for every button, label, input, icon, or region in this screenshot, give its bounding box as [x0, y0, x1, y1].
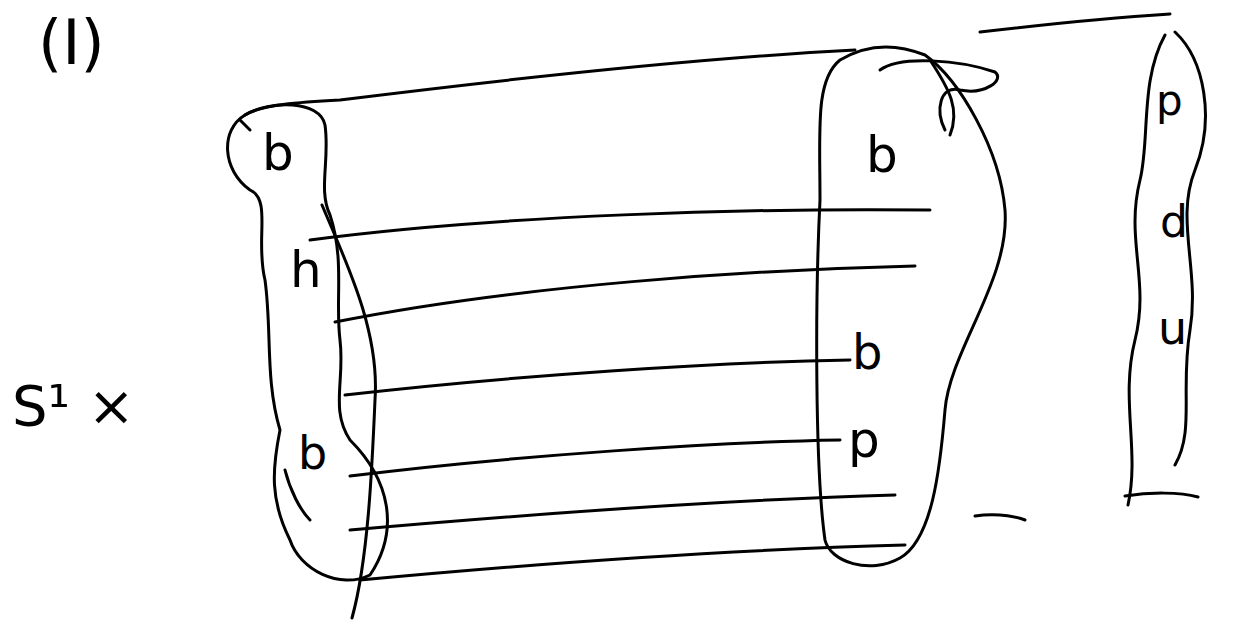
letter-label: p — [848, 415, 880, 465]
letter-label: d — [1160, 200, 1188, 244]
letter-label: b — [866, 130, 898, 180]
left-blob — [228, 105, 388, 580]
sheet-line — [350, 440, 840, 476]
sheet-line — [345, 360, 850, 395]
sheet-line — [310, 210, 930, 240]
letter-label: b — [262, 128, 294, 178]
top-line-left — [245, 50, 855, 115]
letter-label: b — [298, 430, 327, 476]
product-symbol: S¹ × — [12, 378, 135, 434]
letter-label: h — [290, 245, 322, 295]
sheet-line — [335, 266, 915, 322]
middle-blob — [817, 47, 1006, 566]
left-diagonal — [322, 205, 375, 618]
bottom-line-left — [360, 545, 905, 580]
top-line-right — [980, 14, 1170, 32]
middle-loop — [880, 60, 998, 135]
sheet-line — [350, 495, 895, 530]
figure-number: (I) — [38, 12, 105, 74]
letter-label: u — [1158, 305, 1187, 351]
letter-label: b — [852, 328, 882, 376]
letter-label: p — [1156, 80, 1183, 122]
bottom-line-right — [975, 493, 1198, 520]
